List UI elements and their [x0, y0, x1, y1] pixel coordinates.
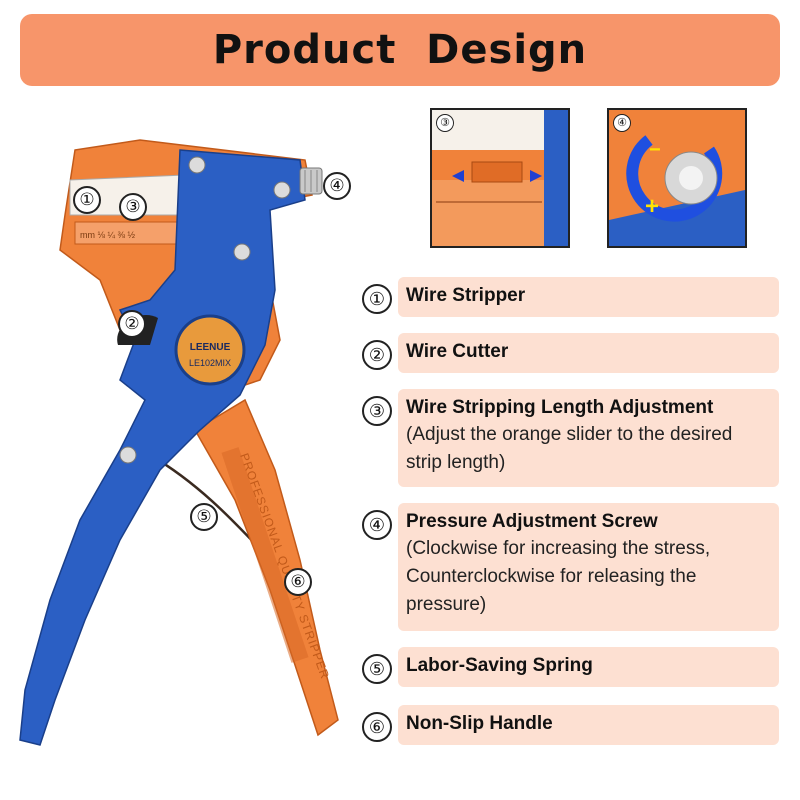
feature-wire-cutter: Wire Cutter	[398, 333, 779, 373]
brand-badge	[174, 314, 246, 386]
callout-4: ④	[323, 172, 351, 200]
plus-icon: +	[645, 193, 659, 220]
callout-1: ①	[73, 186, 101, 214]
inset-number: ③	[436, 114, 454, 132]
inset-pressure-screw: ④ − +	[607, 108, 747, 248]
title-banner: Product Design	[20, 14, 780, 86]
page-title: Product Design	[212, 27, 588, 73]
feature-handle: Non-Slip Handle	[398, 705, 779, 745]
feature-3-number: ③	[362, 396, 392, 426]
svg-text:LEENUE: LEENUE	[190, 342, 231, 353]
feature-spring: Labor-Saving Spring	[398, 647, 779, 687]
arrow-left-icon	[452, 170, 464, 182]
inset-length-adjustment: ③	[430, 108, 570, 248]
callout-5: ⑤	[190, 503, 218, 531]
callout-3: ③	[119, 193, 147, 221]
feature-5-number: ⑤	[362, 654, 392, 684]
wire-stripper-illustration: mm ⅛ ¼ ⅜ ½ LEENUE LE102MIX PROFESSIONAL …	[19, 139, 339, 746]
minus-icon: −	[649, 139, 661, 161]
scale-markings: mm ⅛ ¼ ⅜ ½	[80, 230, 136, 240]
feature-4-number: ④	[362, 510, 392, 540]
inset-number: ④	[613, 114, 631, 132]
slider-detail-graphic	[432, 110, 568, 246]
feature-1-number: ①	[362, 284, 392, 314]
feature-pressure-screw: Pressure Adjustment Screw (Clockwise for…	[398, 503, 779, 631]
feature-6-number: ⑥	[362, 712, 392, 742]
feature-2-number: ②	[362, 340, 392, 370]
screw-detail-graphic: − +	[609, 110, 745, 246]
arrow-right-icon	[530, 170, 542, 182]
callout-6: ⑥	[284, 568, 312, 596]
feature-length-adjustment: Wire Stripping Length Adjustment (Adjust…	[398, 389, 779, 487]
svg-text:LE102MIX: LE102MIX	[189, 358, 231, 368]
handle-engraving: PROFESSIONAL QUALITY STRIPPER	[237, 451, 332, 681]
callout-2: ②	[118, 310, 146, 338]
feature-wire-stripper: Wire Stripper	[398, 277, 779, 317]
